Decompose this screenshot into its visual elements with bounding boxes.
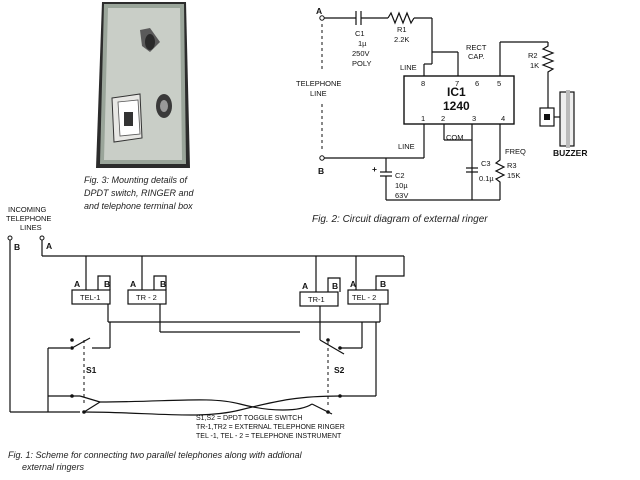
svg-text:A: A: [302, 281, 308, 291]
svg-text:TR - 2: TR - 2: [136, 293, 157, 302]
svg-text:external ringers: external ringers: [22, 462, 85, 472]
svg-text:C1: C1: [355, 29, 365, 38]
fig1-legend: S1,S2 = DPDT TOGGLE SWITCH TR-1,TR2 = EX…: [196, 415, 345, 440]
svg-text:6: 6: [475, 79, 479, 88]
fig1-caption: Fig. 1: Scheme for connecting two parall…: [8, 450, 303, 472]
svg-text:INCOMING: INCOMING: [8, 205, 46, 214]
svg-text:TEL -1, TEL - 2 = TELEPHONE IN: TEL -1, TEL - 2 = TELEPHONE INSTRUMENT: [196, 433, 342, 440]
svg-text:C3: C3: [481, 159, 491, 168]
svg-text:A: A: [130, 279, 136, 289]
tr-2-box: [127, 289, 167, 305]
svg-text:1: 1: [421, 114, 425, 123]
svg-text:TR-1,TR2 = EXTERNAL TELEPHONE: TR-1,TR2 = EXTERNAL TELEPHONE RINGER: [196, 424, 345, 431]
terminal-b: B: [318, 166, 324, 176]
svg-text:and telephone terminal box: and telephone terminal box: [84, 201, 193, 211]
svg-text:LINE: LINE: [310, 89, 327, 98]
terminal-a: A: [316, 6, 322, 16]
svg-text:TELEPHONE: TELEPHONE: [296, 79, 341, 88]
svg-text:B: B: [104, 279, 110, 289]
fig3-caption: Fig. 3: Mounting details of DPDT switch,…: [84, 175, 195, 211]
s1-label: S1: [86, 365, 97, 375]
svg-text:LINES: LINES: [20, 223, 42, 232]
svg-text:2.2K: 2.2K: [394, 35, 409, 44]
svg-text:TELEPHONE: TELEPHONE: [6, 214, 51, 223]
pin-freq: FREQ: [505, 147, 526, 156]
svg-text:63V: 63V: [395, 191, 408, 200]
parallel-telephone-scheme: INCOMING TELEPHONE LINES B A TEL-1 A B T…: [6, 205, 405, 416]
svg-text:TEL - 2: TEL - 2: [352, 293, 376, 302]
svg-text:2: 2: [441, 114, 445, 123]
svg-text:10µ: 10µ: [395, 181, 408, 190]
svg-text:R3: R3: [507, 161, 517, 170]
svg-text:0.1µ: 0.1µ: [479, 174, 494, 183]
svg-text:CAP.: CAP.: [468, 52, 485, 61]
svg-text:+: +: [372, 164, 377, 174]
pin-line-bottom: LINE: [398, 142, 415, 151]
svg-text:POLY: POLY: [352, 59, 371, 68]
pin-line-top: LINE: [400, 63, 417, 72]
ic1-part: 1240: [443, 99, 470, 113]
svg-text:B: B: [160, 279, 166, 289]
svg-text:C2: C2: [395, 171, 405, 180]
ic1-name: IC1: [447, 85, 466, 99]
pin-com: COM: [446, 133, 464, 142]
svg-text:15K: 15K: [507, 171, 520, 180]
svg-text:R2: R2: [528, 51, 538, 60]
svg-text:B: B: [332, 281, 338, 291]
svg-text:S1,S2 = DPDT TOGGLE SWITCH: S1,S2 = DPDT TOGGLE SWITCH: [196, 415, 302, 422]
svg-text:8: 8: [421, 79, 425, 88]
tr-1-box: [299, 291, 339, 307]
svg-text:R1: R1: [397, 25, 407, 34]
mounting-box-illustration: [96, 2, 190, 168]
svg-text:250V: 250V: [352, 49, 370, 58]
svg-text:Fig. 1: Scheme for connecting: Fig. 1: Scheme for connecting two parall…: [8, 450, 303, 460]
svg-text:Fig. 3: Mounting details of: Fig. 3: Mounting details of: [84, 175, 189, 185]
svg-text:3: 3: [472, 114, 476, 123]
svg-text:B: B: [380, 279, 386, 289]
ic1-body: [403, 75, 515, 125]
line-b-label: B: [14, 242, 20, 252]
svg-text:DPDT switch, RINGER and: DPDT switch, RINGER and: [84, 188, 195, 198]
line-a-label: A: [46, 241, 52, 251]
svg-text:7: 7: [455, 79, 459, 88]
ringer-circuit: A BUZZER IC1 1240 8 7 6 5 1 2: [296, 6, 587, 201]
svg-text:A: A: [74, 279, 80, 289]
fig2-caption: Fig. 2: Circuit diagram of external ring…: [312, 214, 488, 225]
svg-text:TR-1: TR-1: [308, 295, 325, 304]
svg-text:1K: 1K: [530, 61, 539, 70]
svg-text:4: 4: [501, 114, 505, 123]
tel-1-box: [71, 289, 111, 305]
tel-2-box: [347, 289, 389, 305]
s2-label: S2: [334, 365, 345, 375]
svg-text:1µ: 1µ: [358, 39, 367, 48]
svg-text:TEL-1: TEL-1: [80, 293, 100, 302]
svg-text:RECT: RECT: [466, 43, 487, 52]
buzzer-label: BUZZER: [553, 148, 587, 158]
svg-text:5: 5: [497, 79, 501, 88]
svg-text:A: A: [350, 279, 356, 289]
